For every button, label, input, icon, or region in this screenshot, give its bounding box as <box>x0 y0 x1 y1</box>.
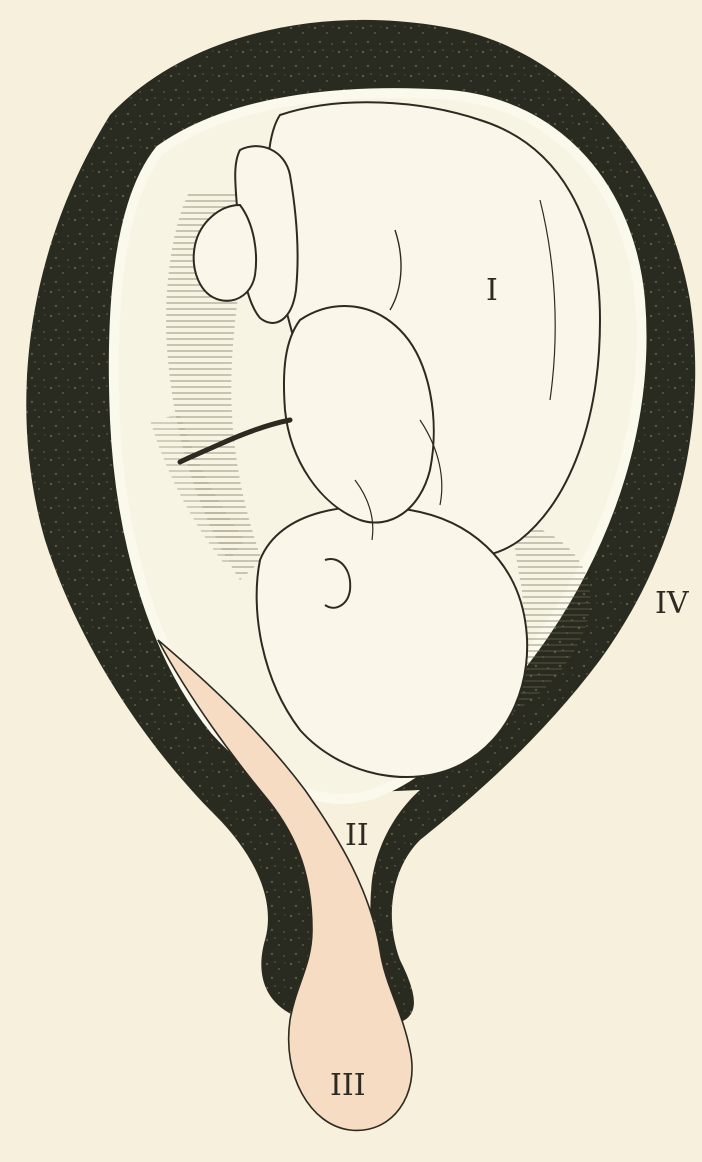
label-cervix: II <box>345 818 369 853</box>
label-uterus-wall: IV <box>655 586 690 621</box>
label-bag: III <box>330 1068 366 1103</box>
label-fetus: I <box>486 273 498 308</box>
